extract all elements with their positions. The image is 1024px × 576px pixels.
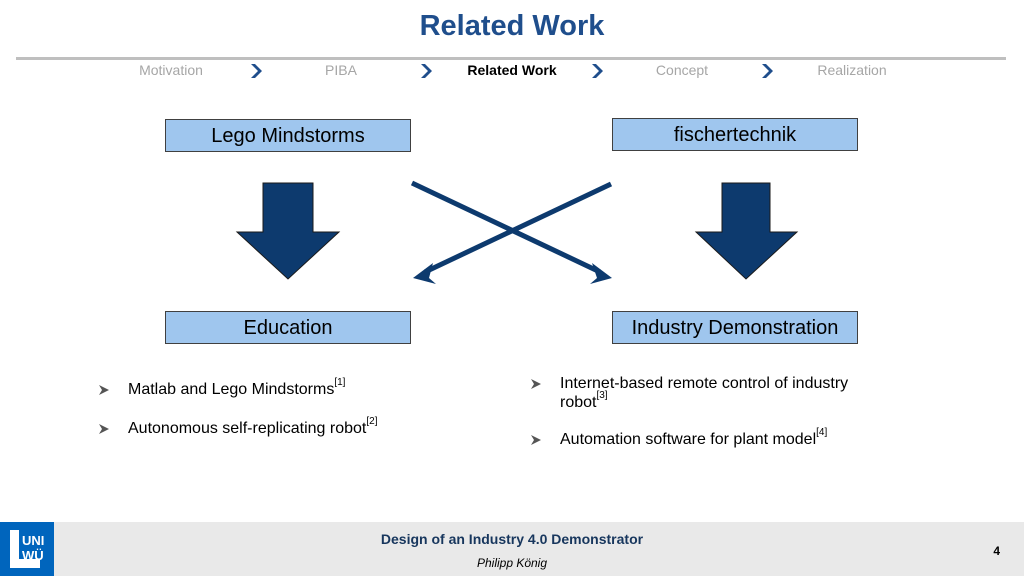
arrow-bullet-icon [99, 385, 109, 395]
bullet-text: Automation software for plant model [560, 431, 817, 448]
list-item: Matlab and Lego Mindstorms[1] [98, 377, 428, 399]
box-industry-demonstration: Industry Demonstration [612, 311, 858, 344]
footer-author: Philipp König [476, 556, 548, 570]
arrow-bullet-icon [99, 424, 109, 434]
bullet-text: Autonomous self-replicating robot [128, 420, 367, 437]
nav-item-realization[interactable]: Realization [817, 62, 887, 78]
list-item: Autonomous self-replicating robot[2] [98, 416, 428, 438]
page-number: 4 [993, 544, 1000, 558]
university-logo: UNI WÜ [0, 522, 54, 576]
nav-item-concept[interactable]: Concept [655, 62, 709, 78]
chevron-right-icon [592, 64, 603, 78]
down-arrow-left [235, 182, 341, 280]
bullet-text: Matlab and Lego Mindstorms [128, 381, 335, 398]
list-item: Internet-based remote control of industr… [530, 374, 875, 412]
cross-arrowhead-industry [590, 263, 612, 284]
nav-item-motivation[interactable]: Motivation [139, 62, 203, 78]
title-divider [16, 57, 1006, 60]
cross-arrowhead-education [413, 263, 436, 284]
arrow-bullet-icon [531, 435, 541, 445]
nav-item-piba[interactable]: PIBA [325, 62, 357, 78]
slide-title: Related Work [419, 10, 605, 42]
footer-title: Design of an Industry 4.0 Demonstrator [380, 531, 644, 547]
box-education: Education [165, 311, 411, 344]
down-arrow-right [694, 182, 799, 280]
breadcrumb-nav: Motivation PIBA Related Work Concept Rea… [0, 62, 1024, 80]
citation-ref: [4] [816, 427, 828, 438]
box-fischertechnik: fischertechnik [612, 118, 858, 151]
left-bullet-list: Matlab and Lego Mindstorms[1] Autonomous… [98, 377, 428, 438]
citation-ref: [1] [334, 377, 346, 388]
cross-arrow-to-education [423, 181, 613, 275]
chevron-right-icon [251, 64, 262, 78]
citation-ref: [3] [596, 390, 608, 401]
chevron-right-icon [421, 64, 432, 78]
right-bullet-list: Internet-based remote control of industr… [530, 374, 875, 449]
arrow-bullet-icon [531, 379, 541, 389]
list-item: Automation software for plant model[4] [530, 427, 875, 449]
citation-ref: [2] [366, 416, 378, 427]
box-lego-mindstorms: Lego Mindstorms [165, 119, 411, 152]
bullet-text: Internet-based remote control of industr… [560, 375, 849, 411]
cross-arrow-to-industry [410, 180, 602, 275]
logo-text: UNI WÜ [22, 533, 45, 563]
nav-item-related-work[interactable]: Related Work [467, 62, 557, 78]
chevron-right-icon [762, 64, 773, 78]
footer-bar [0, 522, 1024, 576]
